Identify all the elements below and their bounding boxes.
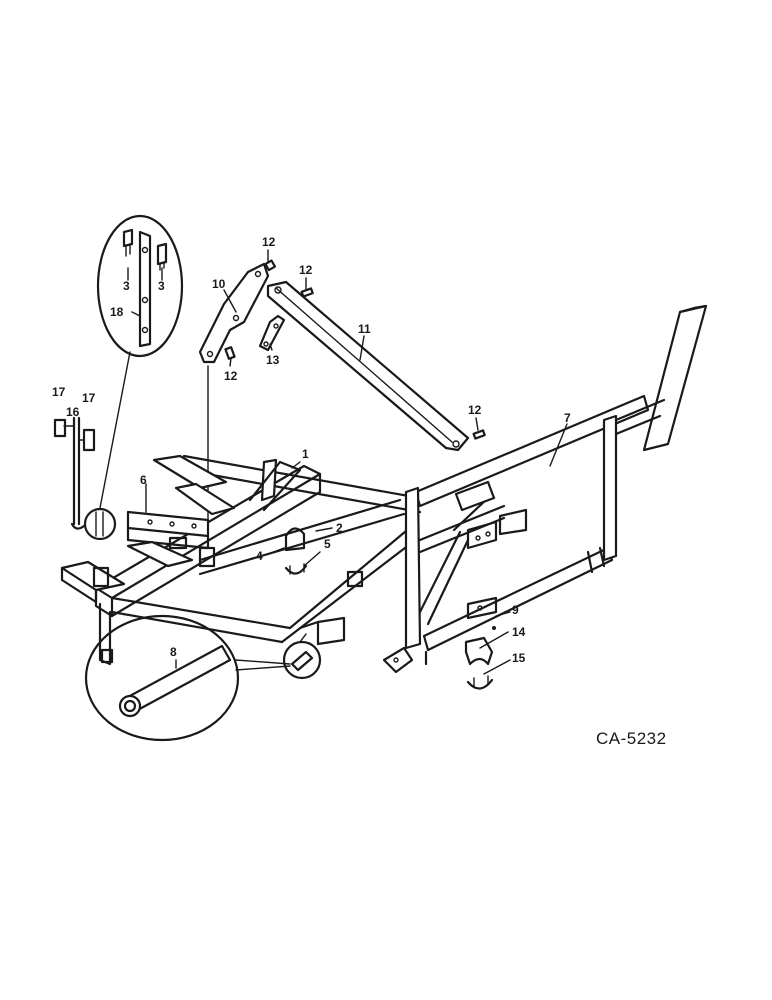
detail-bubble-axle: [84, 614, 291, 742]
callout-17-left: 17: [52, 385, 66, 399]
callout-6: 6: [140, 473, 147, 487]
callout-12-d: 12: [468, 403, 482, 417]
detail-bubble-axle-end: [282, 633, 322, 680]
callout-13: 13: [266, 353, 280, 367]
detail-bubble-hitch-bracket: [96, 214, 184, 509]
callout-15: 15: [512, 651, 526, 665]
callout-12-a: 12: [262, 235, 276, 249]
detail-bubble-rod-end: [83, 507, 117, 541]
callout-2: 2: [336, 521, 343, 535]
clamp-14-15: [464, 626, 496, 690]
callout-17-right: 17: [82, 391, 96, 405]
callout-3-right: 3: [158, 279, 165, 293]
callout-3-left: 3: [123, 279, 130, 293]
callout-14: 14: [512, 625, 526, 639]
callout-8: 8: [170, 645, 177, 659]
main-frame-1: [60, 454, 422, 666]
callout-leaders: [127, 249, 568, 675]
callout-12-b: 12: [299, 263, 313, 277]
wing-frame-7: [382, 304, 708, 674]
callout-7: 7: [564, 411, 571, 425]
callout-12-c: 12: [224, 369, 238, 383]
callout-4: 4: [256, 549, 263, 563]
callout-10: 10: [212, 277, 226, 291]
callout-16: 16: [66, 405, 80, 419]
callout-1: 1: [302, 447, 309, 461]
strut-bar-11: [266, 280, 486, 452]
rod-assembly-16: [53, 416, 96, 530]
callout-5: 5: [324, 537, 331, 551]
callout-18: 18: [110, 305, 124, 319]
callout-labels: 1 2 3 3 4 5 6 7 8 9 10 11 12 12 12 12 13…: [52, 235, 571, 665]
drawing-number: CA-5232: [596, 729, 667, 748]
callout-11: 11: [358, 322, 371, 336]
callout-9: 9: [512, 603, 519, 617]
bracket-13: [258, 314, 286, 352]
